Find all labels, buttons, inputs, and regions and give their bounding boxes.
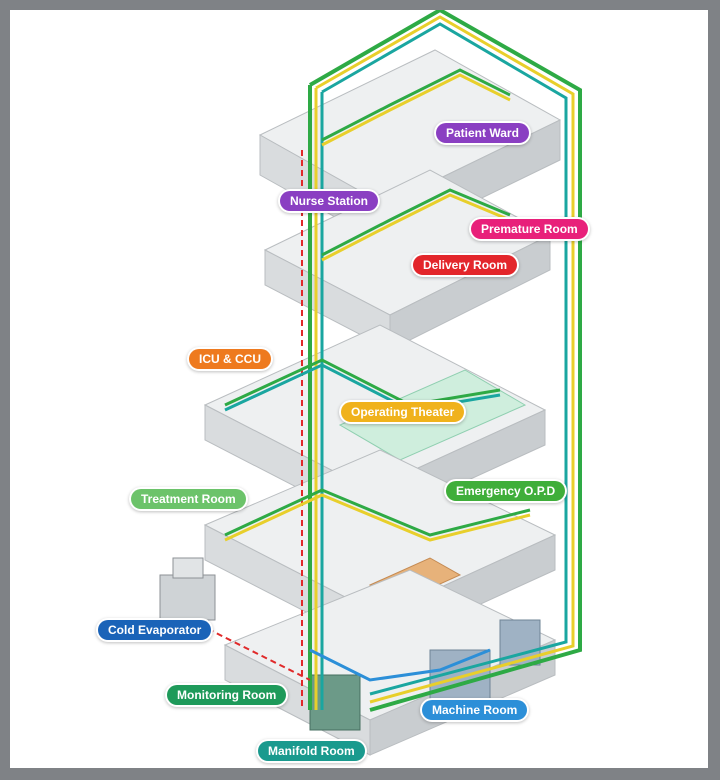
floors (203, 49, 562, 756)
label-manifold-room: Manifold Room (258, 741, 365, 761)
hospital-gas-system-illustration (159, 10, 582, 756)
label-monitoring-room: Monitoring Room (167, 685, 287, 705)
label-icu-ccu: ICU & CCU (189, 349, 271, 369)
main-pipe-loop (309, 10, 582, 712)
label-delivery-room: Delivery Room (413, 255, 518, 275)
label-patient-ward: Patient Ward (436, 123, 529, 143)
label-machine-room: Machine Room (422, 700, 528, 720)
cold-evaporator-tank (159, 557, 216, 621)
label-cold-evaporator: Cold Evaporator (98, 620, 212, 640)
label-premature-room: Premature Room (471, 219, 588, 239)
label-operating-theater: Operating Theater (341, 402, 465, 422)
label-nurse-station: Nurse Station (280, 191, 379, 211)
label-treatment-room: Treatment Room (131, 489, 246, 509)
diagram-frame: Patient Ward Nurse Station Premature Roo… (10, 10, 708, 768)
label-emergency-opd: Emergency O.P.D (446, 481, 566, 501)
